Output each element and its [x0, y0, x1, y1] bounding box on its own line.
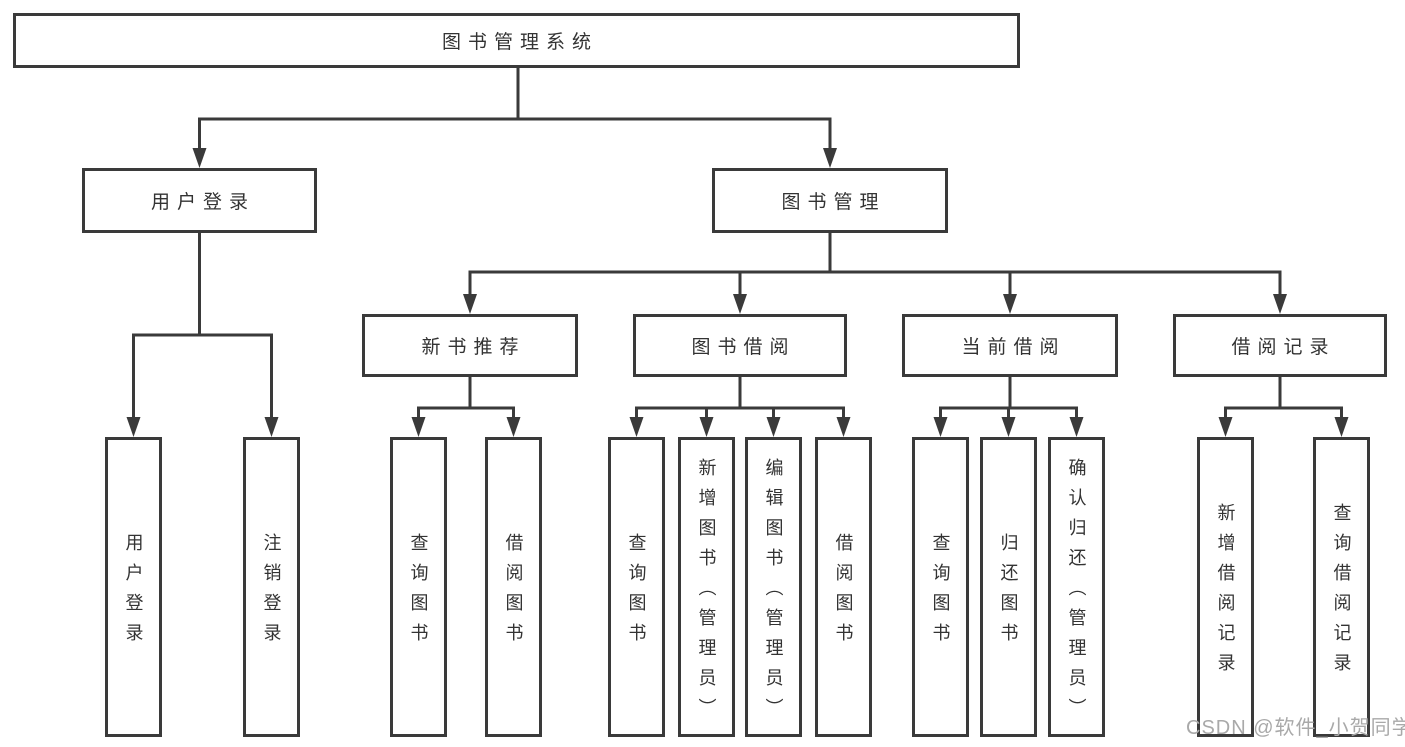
- node-book-borrowing: 图书借阅: [633, 314, 847, 377]
- node-new-book-recommendation: 新书推荐: [362, 314, 578, 377]
- leaf-borrow-books-recommend: 借阅图书: [485, 437, 542, 737]
- node-label: 图书管理系统: [441, 32, 598, 53]
- leaf-add-borrow-record: 新增借阅记录: [1197, 437, 1254, 737]
- node-user-login: 用户登录: [82, 168, 317, 233]
- node-library-management-system: 图书管理系统: [13, 13, 1020, 68]
- leaf-add-books-admin: 新增图书（管理员）: [678, 437, 735, 737]
- node-label: 图书借阅: [691, 337, 796, 358]
- leaf-label: 查询借阅记录: [1331, 503, 1352, 683]
- leaf-label: 查询图书: [626, 533, 647, 653]
- leaf-label: 注销登录: [261, 533, 282, 653]
- node-label: 当前借阅: [961, 337, 1066, 358]
- leaf-label: 确认归还（管理员）: [1066, 458, 1087, 728]
- leaf-label: 借阅图书: [833, 533, 854, 653]
- leaf-label: 归还图书: [998, 533, 1019, 653]
- leaf-label: 借阅图书: [503, 533, 524, 653]
- leaf-return-books: 归还图书: [980, 437, 1037, 737]
- leaf-label: 新增图书（管理员）: [696, 458, 717, 728]
- leaf-logout: 注销登录: [243, 437, 300, 737]
- node-label: 用户登录: [150, 192, 255, 213]
- leaf-edit-books-admin: 编辑图书（管理员）: [745, 437, 802, 737]
- node-label: 新书推荐: [421, 337, 526, 358]
- node-book-management: 图书管理: [712, 168, 948, 233]
- arrowheads: [126, 148, 1349, 437]
- node-borrowing-records: 借阅记录: [1173, 314, 1387, 377]
- leaf-confirm-return-admin: 确认归还（管理员）: [1048, 437, 1105, 737]
- leaf-label: 查询图书: [930, 533, 951, 653]
- leaf-label: 用户登录: [123, 533, 144, 653]
- leaf-label: 新增借阅记录: [1215, 503, 1236, 683]
- leaf-query-books-current: 查询图书: [912, 437, 969, 737]
- leaf-query-books-borrowing: 查询图书: [608, 437, 665, 737]
- node-label: 图书管理: [781, 192, 886, 213]
- node-current-borrowing: 当前借阅: [902, 314, 1118, 377]
- leaf-query-borrow-record: 查询借阅记录: [1313, 437, 1370, 737]
- leaf-user-login: 用户登录: [105, 437, 162, 737]
- leaf-label: 编辑图书（管理员）: [763, 458, 784, 728]
- leaf-query-books-recommend: 查询图书: [390, 437, 447, 737]
- node-label: 借阅记录: [1231, 337, 1336, 358]
- watermark: CSDN @软件_小贺同学: [1186, 717, 1405, 739]
- leaf-borrow-books-borrowing: 借阅图书: [815, 437, 872, 737]
- leaf-label: 查询图书: [408, 533, 429, 653]
